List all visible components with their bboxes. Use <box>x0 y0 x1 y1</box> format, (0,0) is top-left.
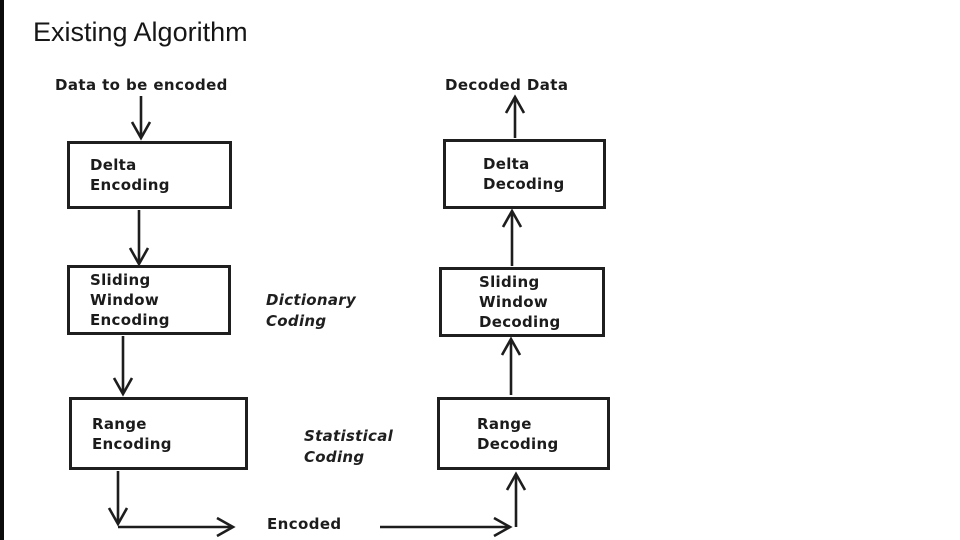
sliding-window-encoding-box: Sliding Window Encoding <box>67 265 231 335</box>
encoded-label: Encoded <box>267 515 342 533</box>
range-decoding-box: Range Decoding <box>437 397 610 470</box>
statistical-coding-label: Statistical Coding <box>304 427 394 466</box>
arrow-delta-to-sliding-encoding <box>128 210 150 267</box>
arrow-encoded-to-range-decoding <box>380 471 527 538</box>
arrow-sliding-to-delta-decoding <box>501 208 523 266</box>
range-encoding-label: Range Encoding <box>92 414 172 453</box>
decode-output-label: Decoded Data <box>445 76 569 94</box>
arrow-range-to-sliding-decoding <box>500 336 522 395</box>
sliding-window-decoding-label: Sliding Window Decoding <box>479 273 561 331</box>
arrow-delta-decoding-to-output <box>504 94 526 138</box>
delta-decoding-label: Delta Decoding <box>483 155 565 193</box>
sliding-window-encoding-label: Sliding Window Encoding <box>90 271 170 329</box>
left-edge-strip <box>0 0 4 540</box>
page-title: Existing Algorithm <box>33 17 248 47</box>
delta-decoding-box: Delta Decoding <box>443 139 606 209</box>
range-decoding-label: Range Decoding <box>477 414 559 453</box>
arrow-sliding-to-range-encoding <box>112 336 134 397</box>
sliding-window-decoding-box: Sliding Window Decoding <box>439 267 605 337</box>
arrow-range-encoding-to-encoded <box>107 471 236 538</box>
arrow-input-to-delta-encoding <box>130 96 152 141</box>
dictionary-coding-label: Dictionary Coding <box>266 291 357 330</box>
delta-encoding-label: Delta Encoding <box>90 156 170 194</box>
encode-input-label: Data to be encoded <box>55 76 228 94</box>
range-encoding-box: Range Encoding <box>69 397 248 470</box>
delta-encoding-box: Delta Encoding <box>67 141 232 209</box>
